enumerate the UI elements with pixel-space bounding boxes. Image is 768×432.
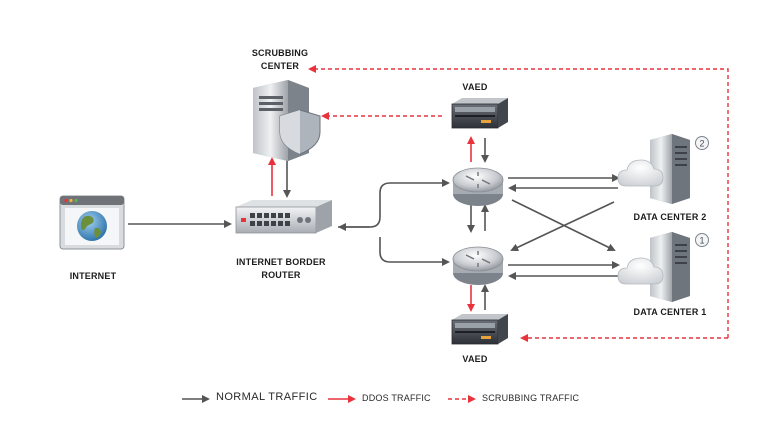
connections: [128, 65, 729, 342]
legend-ddos-label: DDOS TRAFFIC: [362, 393, 431, 403]
vaed-top-icon: [451, 98, 508, 129]
data-center-1-label: DATA CENTER 1: [633, 307, 707, 317]
internet-label: INTERNET: [69, 271, 117, 281]
badge-dc2-text: 2: [699, 139, 704, 149]
router-label-line1: INTERNET BORDER: [236, 257, 326, 267]
legend-scrubbing-label: SCRUBBING TRAFFIC: [482, 393, 580, 403]
border-router-icon: [235, 200, 332, 234]
internet-icon: [59, 195, 125, 250]
badge-dc1-text: 1: [699, 236, 704, 246]
router-switch-bracket-lower: [379, 237, 450, 266]
router-label: INTERNET BORDER ROUTER: [226, 256, 336, 282]
router-switch-bracket: [338, 179, 450, 228]
switch-top-icon: [452, 167, 504, 206]
scrubbing-loop: [308, 65, 729, 338]
arrow-switch-top-to-dc1: [511, 199, 616, 251]
data-center-1-icon: [617, 232, 690, 302]
legend-normal-label: NORMAL TRAFFIC: [216, 391, 318, 403]
badge-dc2: 2: [695, 136, 709, 150]
router-label-line2: ROUTER: [261, 270, 301, 280]
data-center-2-label: DATA CENTER 2: [633, 212, 707, 222]
badge-dc1: 1: [695, 233, 709, 247]
scrubbing-center-label: SCRUBBING CENTER: [238, 47, 322, 73]
vaed-bottom-icon: [451, 314, 508, 345]
arrow-dc2-to-switch-bottom: [510, 201, 615, 252]
scrubbing-server-icon: [253, 80, 321, 161]
vaed-top-label: VAED: [462, 82, 488, 92]
data-center-2-icon: [617, 134, 690, 204]
switch-bottom-icon: [452, 246, 504, 285]
scrubbing-center-label-line1: SCRUBBING: [251, 48, 309, 58]
vaed-bottom-label: VAED: [462, 354, 488, 364]
scrubbing-center-label-line2: CENTER: [260, 61, 300, 71]
